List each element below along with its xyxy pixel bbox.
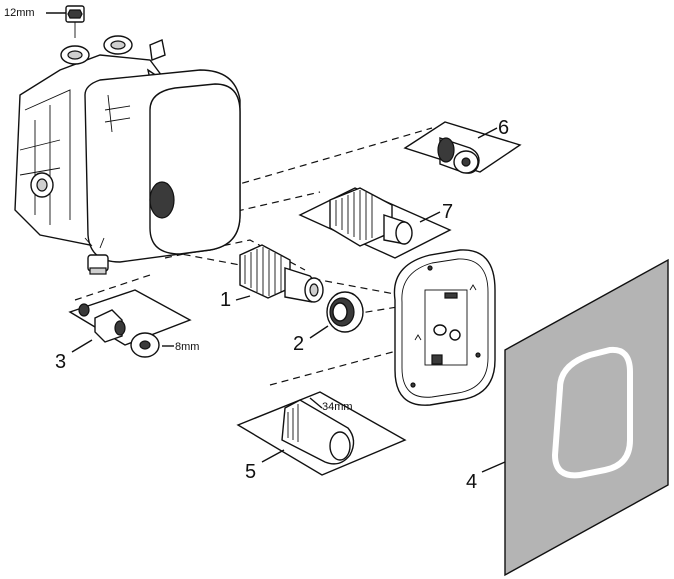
- dimension-label-8mm: 8mm: [175, 341, 199, 353]
- part-label-4: 4: [466, 471, 477, 493]
- part-label-5: 5: [245, 461, 256, 483]
- hex-key-12mm: 12mm: [4, 5, 85, 38]
- part-label-1: 1: [220, 289, 231, 311]
- dimension-label-12mm: 12mm: [4, 7, 35, 19]
- part-7-cartridge: 7: [298, 187, 453, 259]
- part-2-ring: 2: [293, 291, 364, 355]
- part-label-6: 6: [498, 117, 509, 139]
- part-1-cartridge: 1: [220, 244, 324, 311]
- part-5-handle: 34mm 5: [236, 391, 407, 483]
- part-6-knob-insert: 6: [403, 117, 522, 174]
- escutcheon-plate: [393, 249, 496, 406]
- part-3-stop-valve-set: 8mm 3: [55, 289, 199, 373]
- valve-body-assembly: [14, 35, 241, 275]
- part-label-2: 2: [293, 333, 304, 355]
- part-4-plaster-template: 4: [466, 258, 669, 577]
- part-label-3: 3: [55, 351, 66, 373]
- part-label-7: 7: [442, 201, 453, 223]
- dimension-label-34mm: 34mm: [322, 401, 353, 413]
